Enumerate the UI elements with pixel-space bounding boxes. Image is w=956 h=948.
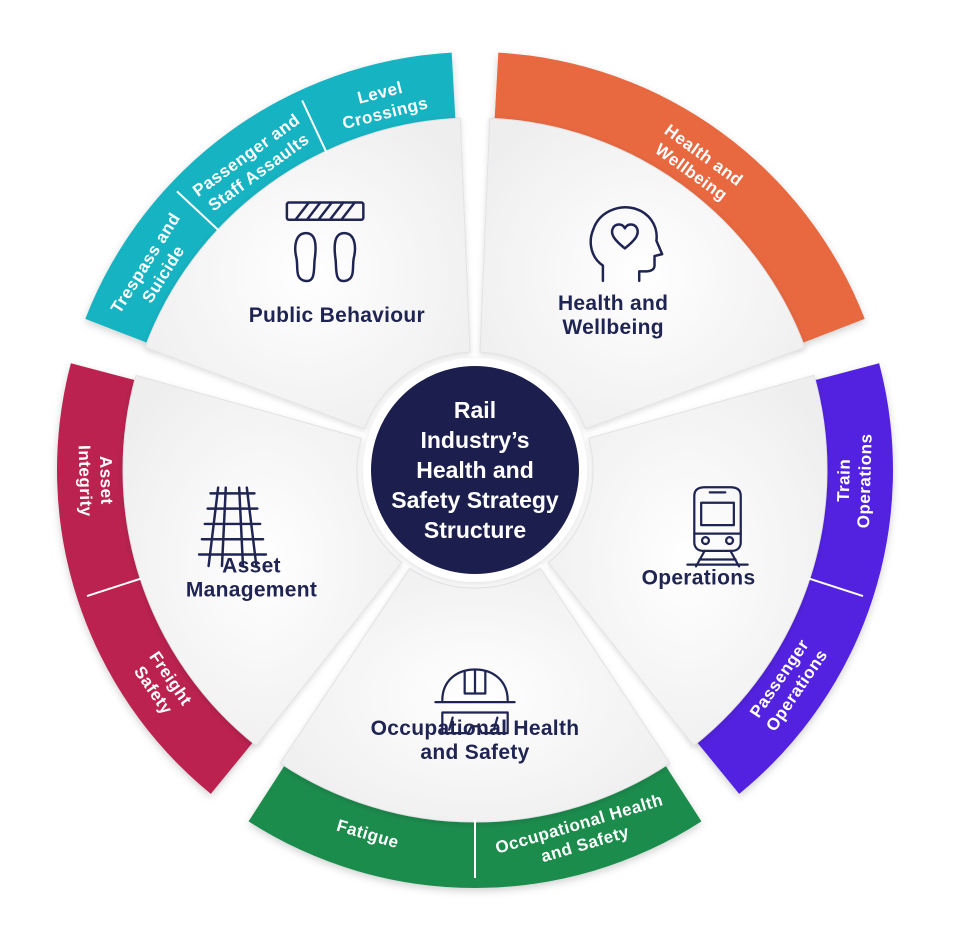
sector-occupational-health-and-safety [279, 567, 671, 823]
sector-label-line: Operations [642, 567, 756, 590]
svg-text:AssetIntegrity: AssetIntegrity [75, 444, 117, 517]
outer-label-line: Operations [854, 433, 876, 528]
outer-label-line: Train [834, 458, 854, 502]
outer-label-line: Asset [96, 456, 116, 505]
outer-band-health-and-wellbeing [493, 52, 865, 348]
sector-label-operations: Operations [642, 567, 756, 590]
outer-divider [807, 577, 864, 598]
sector-label-line: Occupational Health [371, 717, 580, 740]
svg-text:TrainOperations: TrainOperations [833, 433, 876, 529]
outer-label-operations-0: TrainOperations [833, 433, 876, 529]
sector-label-line: Management [186, 579, 317, 602]
center-title-line: Health and [416, 457, 534, 483]
outer-band-public-behaviour [85, 52, 457, 348]
sector-operations [547, 374, 828, 747]
sector-asset-management [122, 374, 403, 747]
outer-label-line: Integrity [75, 445, 96, 517]
center-title-line: Industry’s [420, 427, 529, 453]
sector-label-line: Public Behaviour [249, 304, 425, 327]
center-title-line: Safety Strategy [391, 487, 559, 513]
center-circle [371, 366, 579, 574]
center-title-line: Structure [424, 517, 526, 543]
sector-public-behaviour [144, 117, 471, 430]
sector-label-line: Asset [222, 555, 281, 578]
outer-divider [86, 577, 143, 598]
outer-label-asset-management-1: AssetIntegrity [75, 444, 117, 517]
sector-label-line: Wellbeing [562, 316, 664, 339]
sector-label-line: Health and [558, 292, 668, 315]
sector-label-public-behaviour: Public Behaviour [249, 304, 425, 327]
outer-divider [176, 190, 220, 232]
outer-divider [301, 100, 328, 154]
sector-health-and-wellbeing [479, 117, 806, 430]
center-title-line: Rail [454, 397, 496, 423]
sector-label-line: and Safety [420, 741, 529, 764]
